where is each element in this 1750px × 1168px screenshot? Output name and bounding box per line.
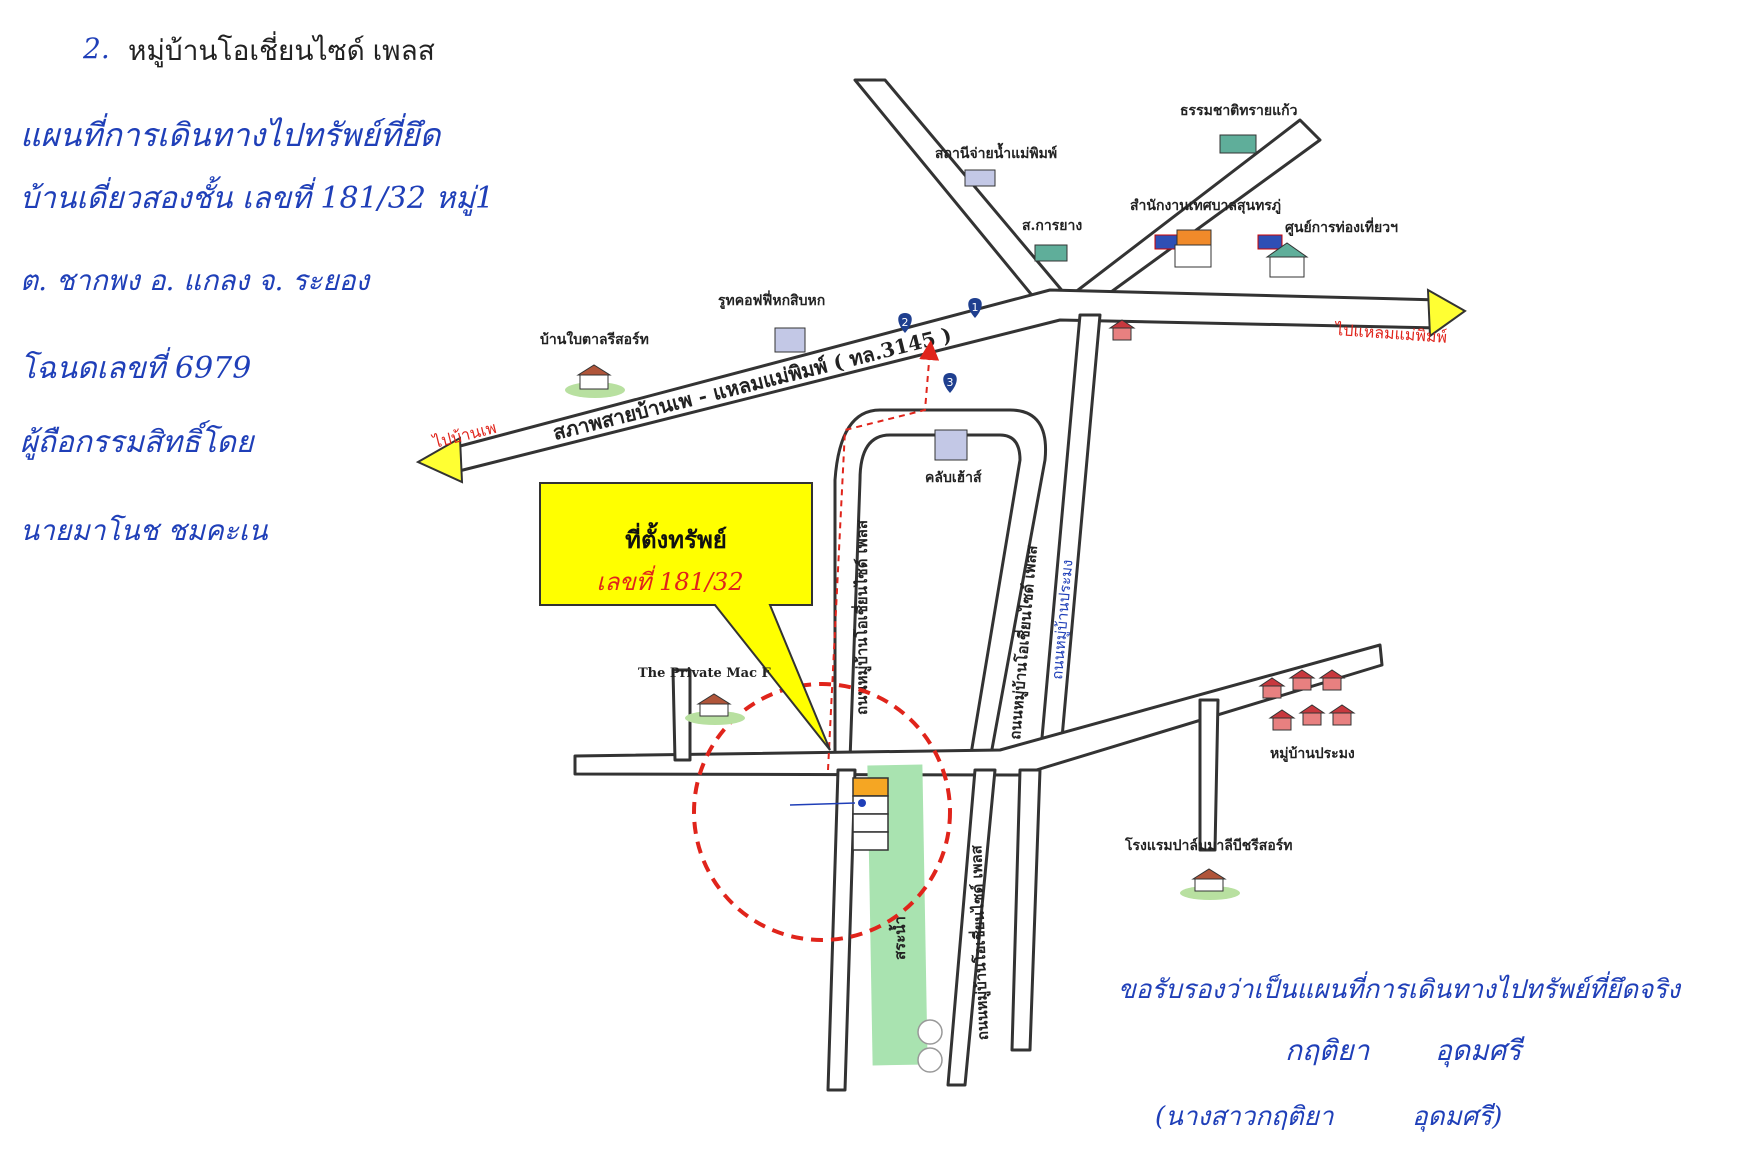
markers: 1 2 3 xyxy=(898,298,982,393)
arrow-to-ban-phe xyxy=(415,436,464,484)
label-hotel: โรงแรมปาล์มมาลีบีชรีสอร์ท xyxy=(1124,836,1292,854)
note-line-2: บ้านเดี่ยวสองชั้น เลขที่ 181/32 หมู่1 xyxy=(20,176,494,216)
label-kayang: ส.การยาง xyxy=(1022,218,1082,234)
office-building-icon xyxy=(1174,244,1212,268)
tourist-building-icon xyxy=(1269,254,1305,278)
callout-title: ที่ตั้งทรัพย์ xyxy=(625,521,727,554)
cert-name-last: อุดมศรี) xyxy=(1412,1102,1502,1132)
marker-3: 3 xyxy=(943,373,957,393)
pole-icon xyxy=(917,1019,943,1045)
road-south-far xyxy=(1010,768,1042,1052)
property-dot xyxy=(858,799,866,807)
arrow-to-laem-mae-phim xyxy=(1426,288,1467,338)
cert-line-1: ขอรับรองว่าเป็นแผนที่การเดินทางไปทรัพย์ท… xyxy=(1118,971,1682,1005)
certification: ขอรับรองว่าเป็นแผนที่การเดินทางไปทรัพย์ท… xyxy=(1118,971,1682,1132)
note-line-1: แผนที่การเดินทางไปทรัพย์ที่ยึด xyxy=(20,113,443,154)
svg-text:3: 3 xyxy=(947,376,954,389)
label-thammachat: ธรรมชาติทรายแก้ว xyxy=(1180,103,1298,119)
label-club: คลับเฮ้าส์ xyxy=(925,469,982,486)
road-private-mac xyxy=(671,668,692,762)
resort-icon xyxy=(565,364,625,398)
label-oceanside-1: ถนนหมู่บ้านโอเชี่ยนไซด์ เพลส xyxy=(851,519,872,715)
label-municipal-office: สำนักงานเทศบาลสุนทรภู่ xyxy=(1130,198,1281,214)
note-line-5: ผู้ถือกรรมสิทธิ์โดย xyxy=(20,420,256,460)
road-diagonal-northwest xyxy=(853,78,1072,307)
header-number: 2. xyxy=(82,32,110,65)
label-roof-coffee: รูทคอฟฟี่หกสิบหก xyxy=(718,290,825,309)
marker-1: 1 xyxy=(968,298,982,318)
private-mac-icon xyxy=(685,693,745,725)
label-tourist-center: ศูนย์การท่องเที่ยวฯ xyxy=(1285,217,1398,236)
route-path xyxy=(827,340,940,771)
flag-icon-2 xyxy=(1257,234,1283,250)
label-fishing-village: หมู่บ้านประมง xyxy=(1270,746,1355,762)
label-water-station: สถานีจ่ายน้ำแม่พิมพ์ xyxy=(935,142,1057,162)
warehouse-icon-2 xyxy=(1034,244,1068,262)
lots xyxy=(852,777,889,851)
road-south-left xyxy=(826,768,857,1092)
label-resort: บ้านใบตาลรีสอร์ท xyxy=(540,330,649,348)
marker-2: 2 xyxy=(898,313,912,333)
building-icon xyxy=(964,169,996,187)
coffee-building-icon xyxy=(774,327,806,353)
cert-name-first: (นางสาวกฤติยา xyxy=(1155,1102,1335,1132)
road-hotel xyxy=(1198,698,1220,852)
callout-number: เลขที่ 181/32 xyxy=(596,565,743,596)
club-building-icon xyxy=(934,429,968,461)
road-lower xyxy=(573,643,1384,777)
handwritten-notes: แผนที่การเดินทางไปทรัพย์ที่ยึด บ้านเดี่ย… xyxy=(20,113,494,547)
note-line-6: นายมาโนช ชมคะเน xyxy=(20,514,268,547)
hotel-icon xyxy=(1180,868,1240,900)
places: ธรรมชาติทรายแก้ว สถานีจ่ายน้ำแม่พิมพ์ ส.… xyxy=(540,103,1398,900)
label-pond: สระน้ำ xyxy=(888,916,909,960)
cert-signature-last: อุดมศรี xyxy=(1435,1034,1525,1068)
road-prachamong xyxy=(1038,313,1102,762)
note-line-4: โฉนดเลขที่ 6979 xyxy=(20,347,251,386)
property-callout: ที่ตั้งทรัพย์ เลขที่ 181/32 xyxy=(539,482,831,751)
cert-signature-first: กฤติยา xyxy=(1285,1034,1370,1067)
note-line-3: ต. ชากพง อ. แกลง จ. ระยอง xyxy=(20,264,372,297)
label-private-mac: The Private Mac F xyxy=(638,666,772,681)
fishing-village-houses xyxy=(1258,669,1356,731)
header-title: หมู่บ้านโอเชี่ยนไซด์ เพลส xyxy=(128,31,435,68)
target-circle xyxy=(692,682,952,942)
svg-text:2: 2 xyxy=(902,316,909,329)
road-south-right xyxy=(946,768,997,1087)
svg-text:1: 1 xyxy=(972,301,979,314)
warehouse-icon xyxy=(1219,134,1257,154)
target-lot xyxy=(852,777,889,797)
house-icon xyxy=(1108,319,1136,341)
pole-icon-2 xyxy=(917,1047,943,1073)
